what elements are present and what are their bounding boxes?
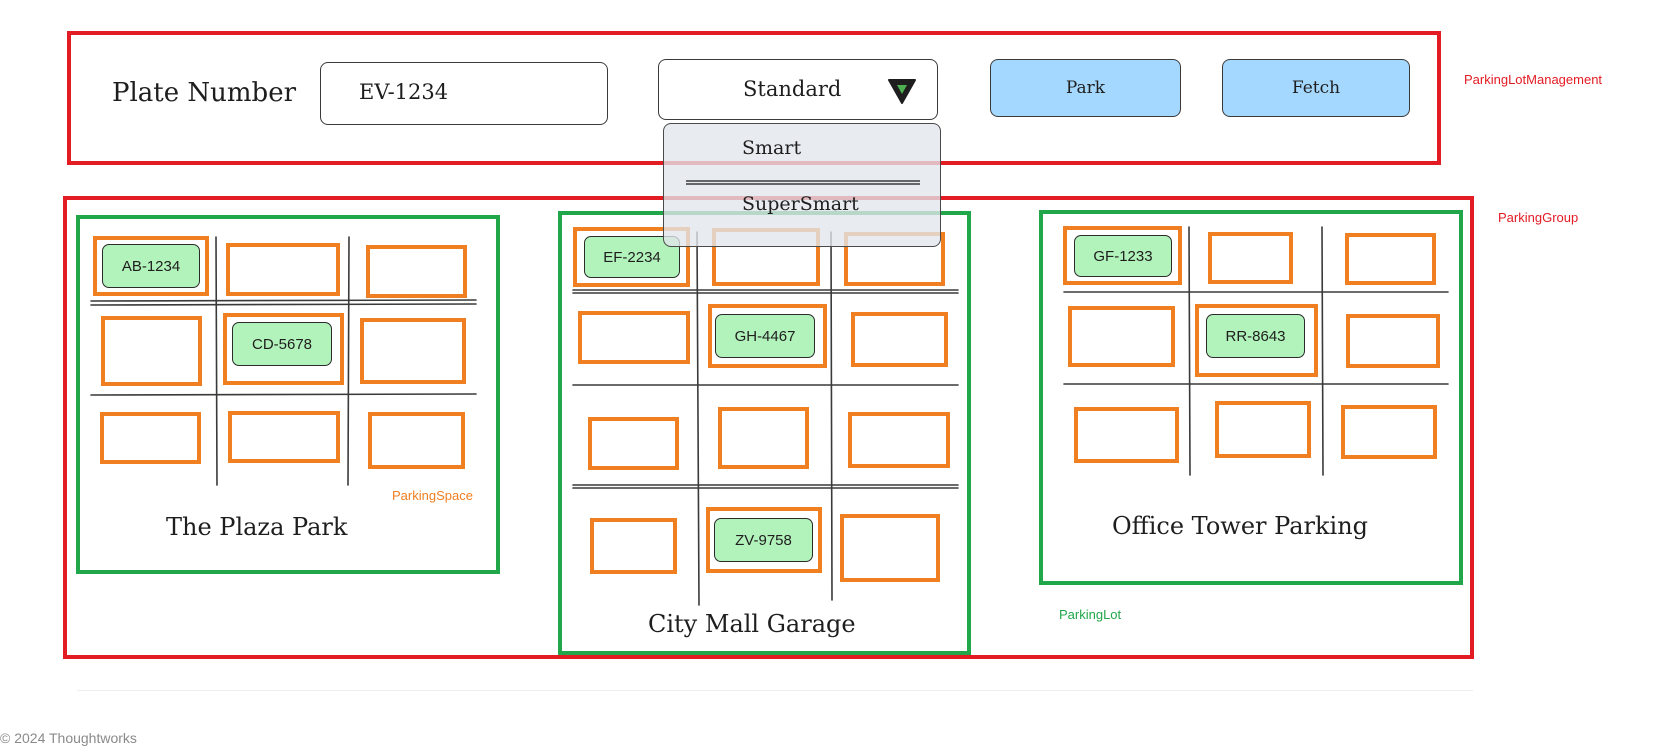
parking-space[interactable] [1346,314,1440,368]
parking-space[interactable] [1068,306,1175,367]
lot-title-plaza: The Plaza Park [166,513,348,541]
park-button[interactable]: Park [990,59,1181,117]
triangle-down-icon[interactable] [887,77,917,109]
parking-space[interactable] [573,227,690,287]
annotation-parking-space: ParkingSpace [392,488,473,503]
lot-title-city-mall: City Mall Garage [648,610,856,638]
parking-space[interactable] [100,412,201,464]
parking-space[interactable] [223,313,344,385]
parking-space[interactable] [360,318,466,384]
parking-space[interactable] [1063,226,1182,285]
parking-space[interactable] [226,243,340,296]
parking-space[interactable] [708,304,827,368]
parking-type-dropdown-list: Smart SuperSmart [663,123,941,247]
parking-space[interactable] [840,514,940,582]
dropdown-divider [686,180,920,185]
dropdown-option-supersmart[interactable]: SuperSmart [742,193,859,215]
parking-space[interactable] [1208,232,1293,284]
parking-space[interactable] [101,316,202,386]
parking-space[interactable] [848,412,950,468]
parking-space[interactable] [706,507,822,573]
parking-lot-plaza [76,215,500,574]
annotation-parking-lot-management: ParkingLotManagement [1464,72,1603,87]
parked-car[interactable]: ZV-9758 [714,518,813,562]
parking-space[interactable] [368,412,465,469]
lot-title-office-tower: Office Tower Parking [1112,512,1369,540]
parking-space[interactable] [1341,405,1437,459]
fetch-button[interactable]: Fetch [1222,59,1410,117]
parked-car[interactable]: AB-1234 [102,244,200,288]
annotation-parking-lot: ParkingLot [1059,607,1122,622]
dropdown-option-smart[interactable]: Smart [742,137,802,159]
parked-car[interactable]: GF-1233 [1074,235,1172,277]
parking-space[interactable] [590,518,677,574]
parking-lot-office-tower [1039,210,1463,585]
parked-car[interactable]: CD-5678 [232,322,332,366]
plate-number-input[interactable]: EV-1234 [320,62,608,125]
plate-number-label: Plate Number [112,78,297,108]
parked-car[interactable]: GH-4467 [715,314,815,358]
parking-space[interactable] [718,407,809,469]
parking-space[interactable] [93,236,209,296]
parking-type-select[interactable]: Standard [658,59,938,120]
parking-type-selected: Standard [743,77,842,101]
parking-space[interactable] [1215,401,1311,458]
parking-space[interactable] [366,245,467,298]
parking-space[interactable] [588,417,679,470]
parking-space[interactable] [1345,233,1436,285]
parking-space[interactable] [228,411,340,463]
annotation-parking-group: ParkingGroup [1498,210,1579,225]
parked-car[interactable]: RR-8643 [1206,314,1305,358]
plate-number-value: EV-1234 [359,80,449,104]
parking-space[interactable] [1074,407,1179,463]
footer-copyright: © 2024 Thoughtworks [0,730,137,746]
footer-divider [77,690,1473,691]
parking-space[interactable] [578,311,690,364]
parking-space[interactable] [851,312,948,367]
parking-space[interactable] [1195,304,1318,377]
